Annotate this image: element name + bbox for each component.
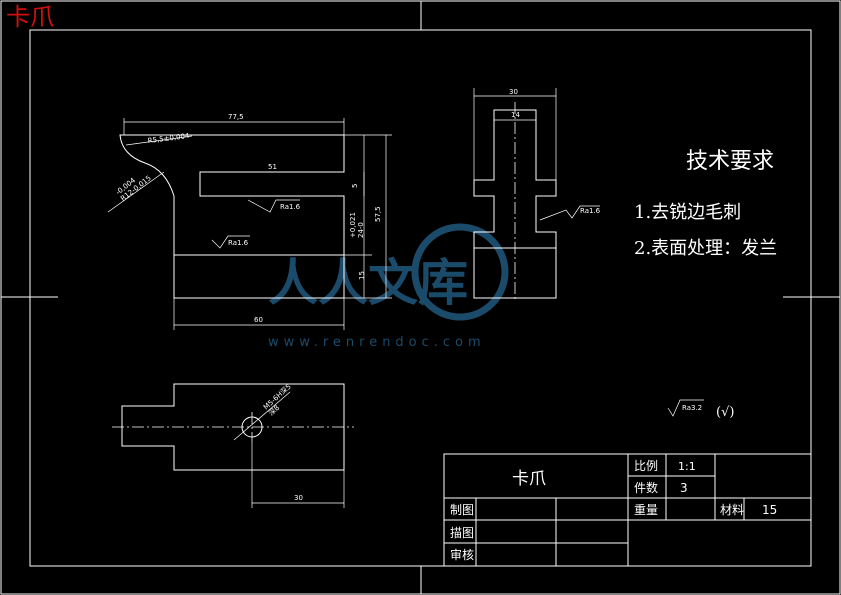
requirement-1: 1.去锐边毛刺 [634, 202, 741, 223]
corner-title: 卡爪 [6, 3, 54, 31]
scale-value: 1:1 [678, 460, 696, 473]
general-roughness-value: Ra3.2 [682, 404, 702, 412]
watermark-url: www.renrendoc.com [268, 335, 486, 350]
material-label: 材料 [720, 503, 744, 517]
dim-14: 14 [511, 111, 520, 119]
technical-requirements: 技术要求 1.去锐边毛刺 2.表面处理：发兰 [634, 149, 777, 259]
roughness-1: Ra1.6 [280, 203, 301, 211]
checked-label: 审核 [450, 547, 474, 562]
dim-r5-5: R5,5±0,004 [147, 132, 190, 145]
dim-51: 51 [268, 163, 277, 171]
dim-77-5: 77,5 [228, 113, 244, 121]
dim-30-bottom: 30 [294, 494, 303, 502]
watermark: 人人文库 www.renrendoc.com [268, 223, 509, 350]
weight-label: 重量 [634, 503, 658, 517]
material-value: 15 [762, 503, 777, 517]
qty-value: 3 [680, 481, 688, 495]
dim-24: +0,02124-0 [349, 212, 365, 238]
dim-30-top: 30 [509, 88, 518, 96]
roughness-3: Ra1.6 [580, 207, 601, 215]
dim-r12: -0,004R12-0,015 [114, 168, 152, 203]
scale-label: 比例 [634, 459, 658, 473]
qty-label: 件数 [634, 480, 658, 495]
part-name: 卡爪 [512, 469, 546, 489]
requirements-title: 技术要求 [686, 149, 774, 174]
requirement-2: 2.表面处理：发兰 [634, 238, 777, 259]
roughness-2: Ra1.6 [228, 239, 249, 247]
dim-57-5: 57,5 [374, 206, 382, 222]
dim-m5: M5-6H深5深8 [261, 382, 298, 418]
dim-60: 60 [254, 316, 263, 324]
dim-15: 15 [358, 271, 366, 280]
side-view: 30 14 Ra1.6 [473, 88, 601, 302]
dim-5: 5 [351, 184, 359, 188]
general-roughness-suffix: (√) [716, 405, 734, 420]
top-view: M5-6H深5深8 30 [112, 382, 354, 508]
watermark-text: 人人文库 [268, 254, 468, 312]
drawn-label: 制图 [450, 503, 474, 517]
general-roughness: Ra3.2 (√) [667, 399, 734, 420]
traced-label: 描图 [450, 526, 474, 540]
title-block: 卡爪 比例 1:1 件数 3 重量 材料 15 制图 描图 审核 [443, 453, 812, 567]
